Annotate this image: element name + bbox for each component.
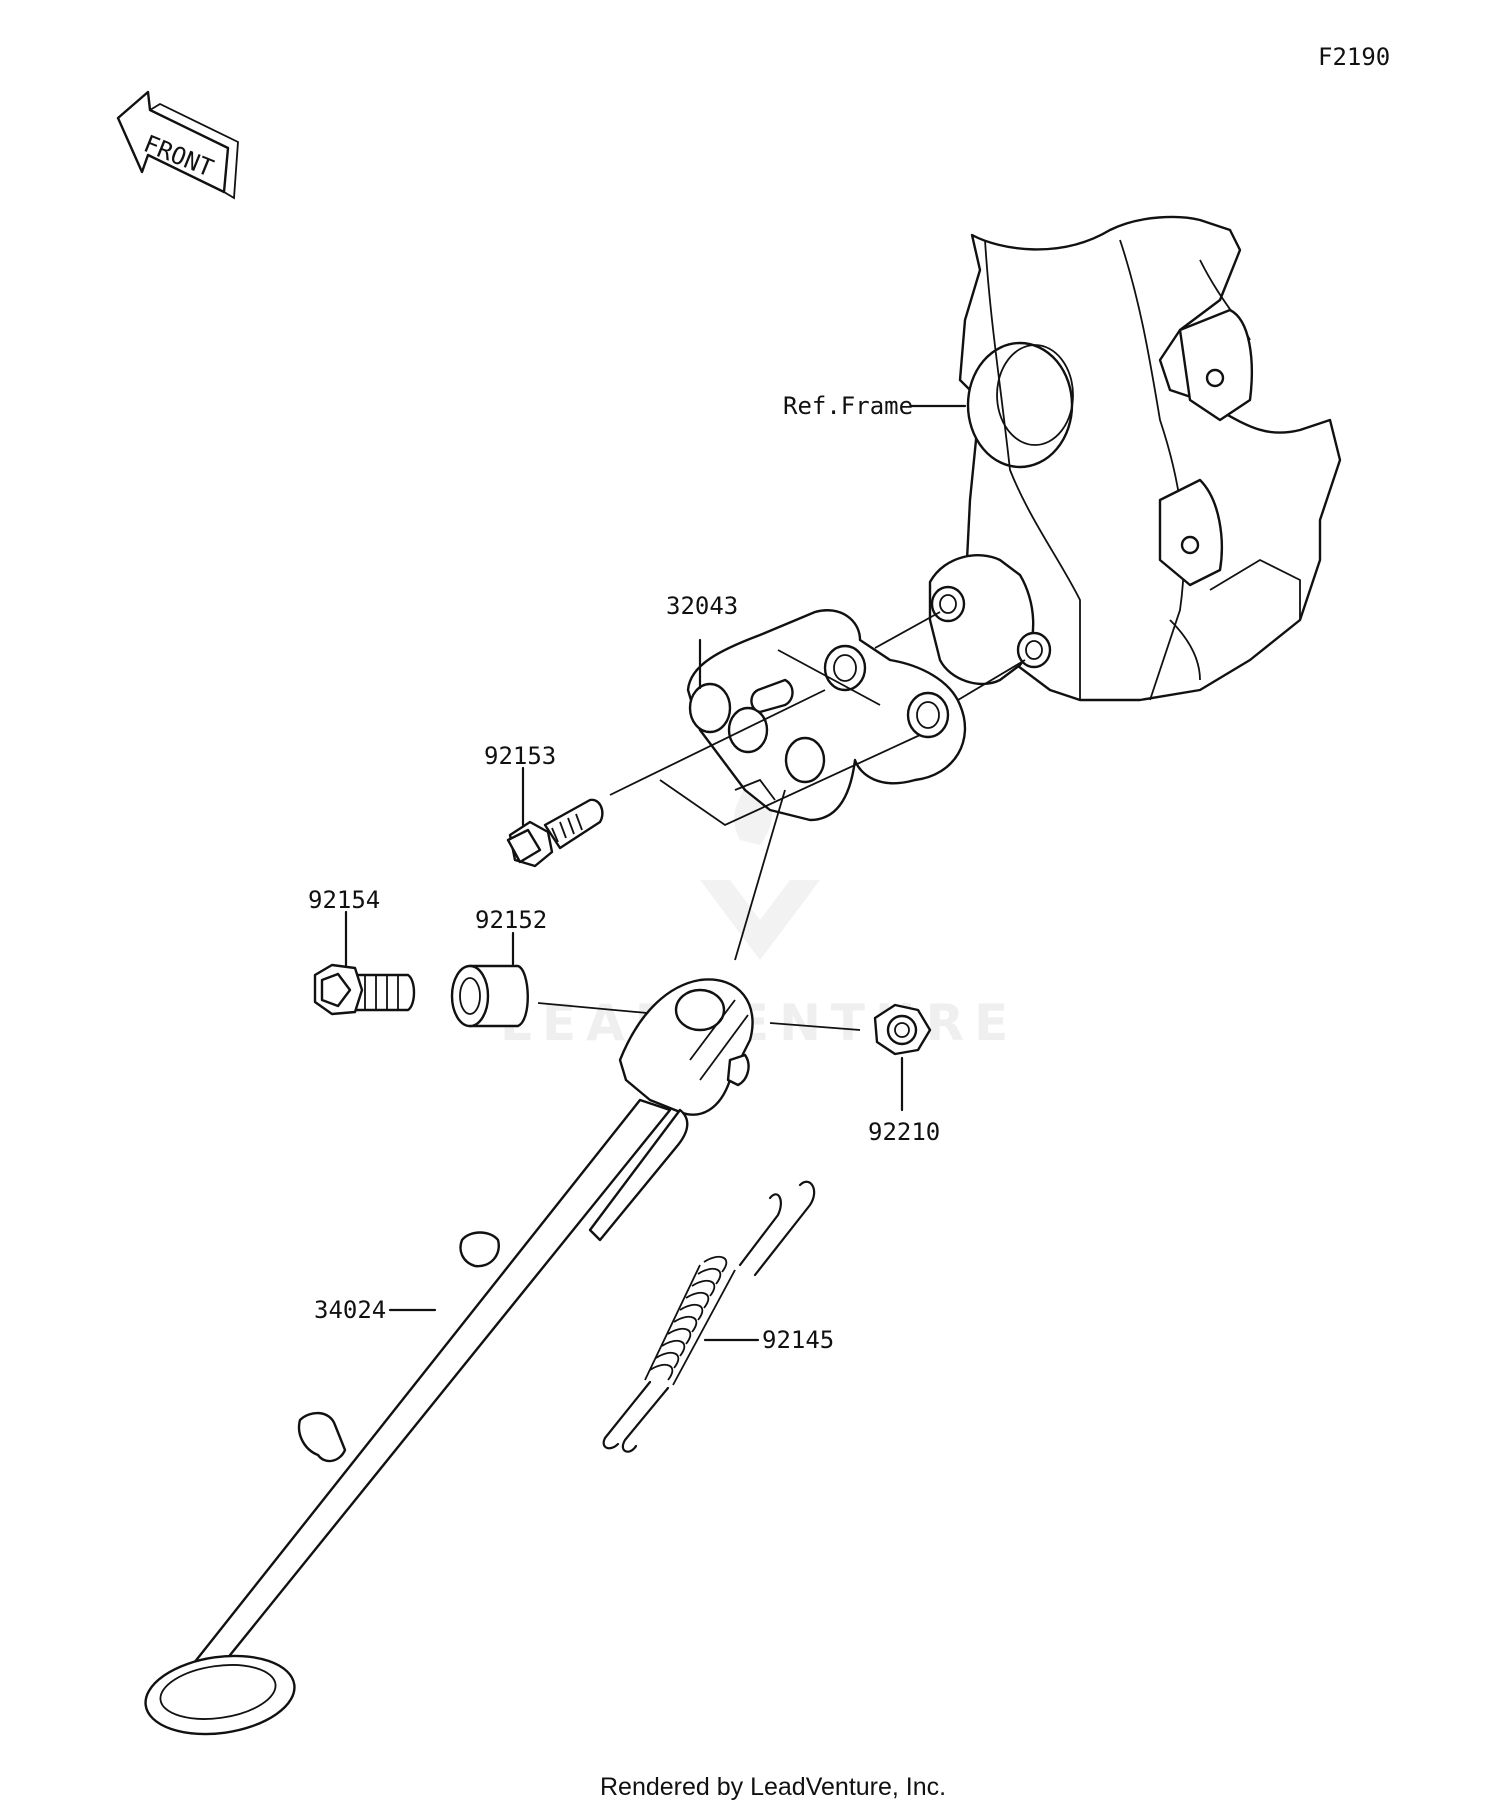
collar-92152 bbox=[450, 931, 529, 1028]
bracket-label: 32043 bbox=[666, 592, 738, 620]
bolt-92153-label: 92153 bbox=[484, 742, 556, 770]
assembly-lines-upper bbox=[609, 611, 1026, 961]
spring-coils bbox=[644, 1255, 736, 1386]
diagram-code: F2190 bbox=[1318, 43, 1390, 71]
side-stand-34024 bbox=[144, 978, 754, 1736]
watermark-logo bbox=[700, 760, 820, 960]
front-arrow-icon: FRONT bbox=[116, 90, 239, 200]
side-stand-label: 34024 bbox=[314, 1296, 386, 1324]
spring-92145 bbox=[602, 1180, 816, 1453]
watermark-text: LEADVENTURE bbox=[500, 994, 1018, 1052]
spring-label: 92145 bbox=[762, 1326, 834, 1354]
nut-92210 bbox=[873, 1003, 932, 1112]
bolt-92154 bbox=[313, 910, 416, 1016]
collar-label: 92152 bbox=[475, 906, 547, 934]
frame-ref-drawing bbox=[910, 215, 1342, 702]
ref-frame-label: Ref.Frame bbox=[783, 392, 913, 420]
footer-credit: Rendered by LeadVenture, Inc. bbox=[600, 1773, 946, 1801]
bolt-92153 bbox=[506, 766, 604, 868]
nut-label: 92210 bbox=[868, 1118, 940, 1146]
bolt-92154-label: 92154 bbox=[308, 886, 380, 914]
frame-mount-tabs bbox=[928, 554, 1052, 686]
bracket-32043 bbox=[686, 609, 967, 822]
